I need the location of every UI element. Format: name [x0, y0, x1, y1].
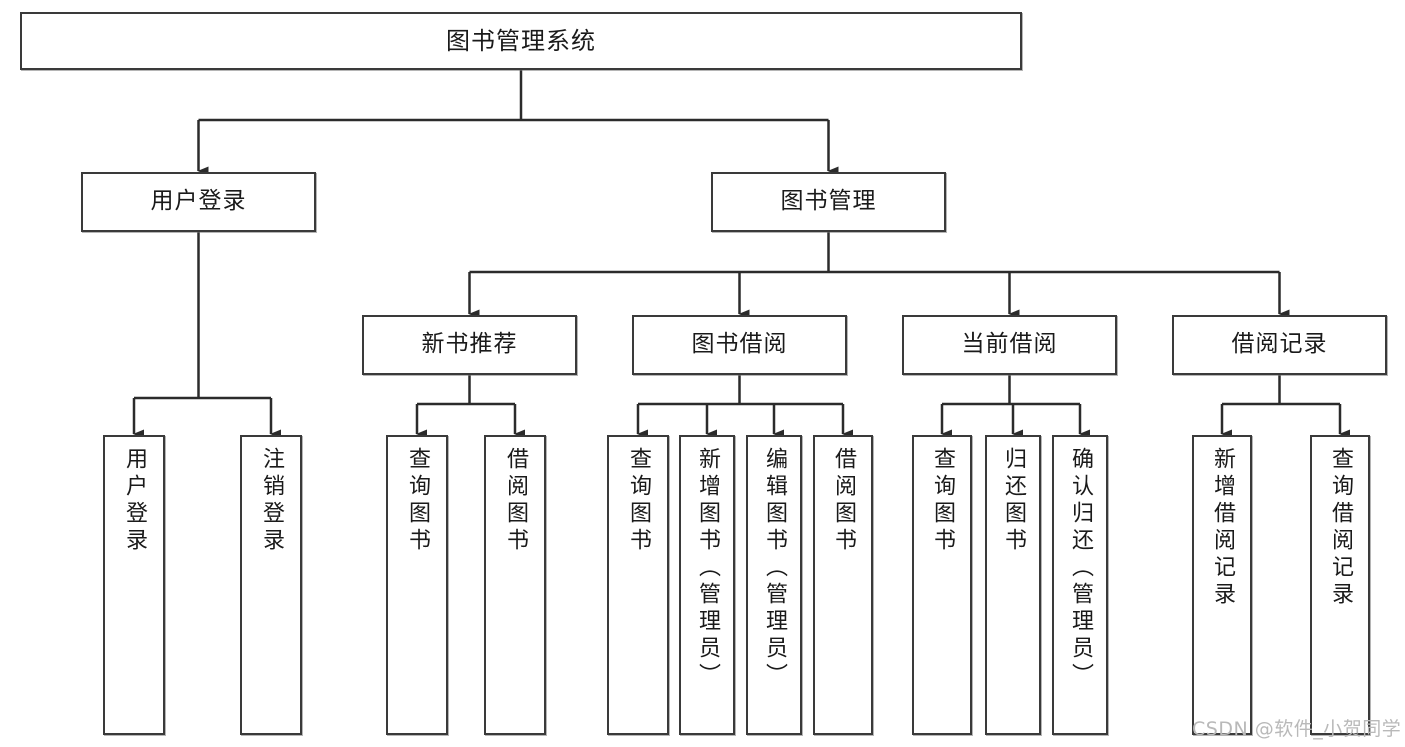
node-label-current-borrow: 当前借阅: [961, 331, 1058, 358]
node-label-leaf-query-3: 查询图书: [930, 447, 955, 555]
node-borrow-record[interactable]: 借阅记录: [1172, 315, 1387, 375]
node-root[interactable]: 图书管理系统: [20, 12, 1022, 70]
node-label-leaf-query-2: 查询图书: [626, 447, 651, 555]
node-label-root: 图书管理系统: [446, 26, 596, 55]
node-label-leaf-add-rec: 新增借阅记录: [1210, 447, 1235, 609]
node-leaf-confirm[interactable]: 确认归还（管理员）: [1052, 435, 1108, 735]
node-label-leaf-edit-book: 编辑图书（管理员）: [762, 447, 787, 690]
node-label-new-book-rec: 新书推荐: [421, 331, 518, 358]
node-leaf-query-3[interactable]: 查询图书: [912, 435, 972, 735]
node-label-book-borrow: 图书借阅: [691, 331, 788, 358]
node-leaf-query-rec[interactable]: 查询借阅记录: [1310, 435, 1370, 735]
node-user-login[interactable]: 用户登录: [81, 172, 316, 232]
node-leaf-add-rec[interactable]: 新增借阅记录: [1192, 435, 1252, 735]
node-leaf-edit-book[interactable]: 编辑图书（管理员）: [746, 435, 802, 735]
node-leaf-login[interactable]: 用户登录: [103, 435, 165, 735]
node-leaf-query-1[interactable]: 查询图书: [386, 435, 448, 735]
node-leaf-return[interactable]: 归还图书: [985, 435, 1041, 735]
node-label-leaf-query-1: 查询图书: [405, 447, 430, 555]
edge-group: [132, 70, 1350, 439]
node-label-leaf-borrow-2: 借阅图书: [831, 447, 856, 555]
node-label-leaf-add-book: 新增图书（管理员）: [695, 447, 720, 690]
node-label-leaf-logout: 注销登录: [259, 447, 284, 555]
node-leaf-logout[interactable]: 注销登录: [240, 435, 302, 735]
node-leaf-query-2[interactable]: 查询图书: [607, 435, 669, 735]
node-book-manage[interactable]: 图书管理: [711, 172, 946, 232]
node-new-book-rec[interactable]: 新书推荐: [362, 315, 577, 375]
node-label-leaf-confirm: 确认归还（管理员）: [1068, 447, 1093, 690]
csdn-watermark: CSDN @软件_小贺同学: [1192, 718, 1402, 740]
node-label-leaf-return: 归还图书: [1001, 447, 1026, 555]
node-book-borrow[interactable]: 图书借阅: [632, 315, 847, 375]
node-label-user-login: 用户登录: [150, 188, 247, 215]
node-label-borrow-record: 借阅记录: [1231, 331, 1328, 358]
node-leaf-borrow-1[interactable]: 借阅图书: [484, 435, 546, 735]
node-current-borrow[interactable]: 当前借阅: [902, 315, 1117, 375]
node-leaf-add-book[interactable]: 新增图书（管理员）: [679, 435, 735, 735]
node-leaf-borrow-2[interactable]: 借阅图书: [813, 435, 873, 735]
node-label-leaf-query-rec: 查询借阅记录: [1328, 447, 1353, 609]
node-label-leaf-login: 用户登录: [122, 447, 147, 555]
node-label-book-manage: 图书管理: [780, 188, 877, 215]
node-label-leaf-borrow-1: 借阅图书: [503, 447, 528, 555]
